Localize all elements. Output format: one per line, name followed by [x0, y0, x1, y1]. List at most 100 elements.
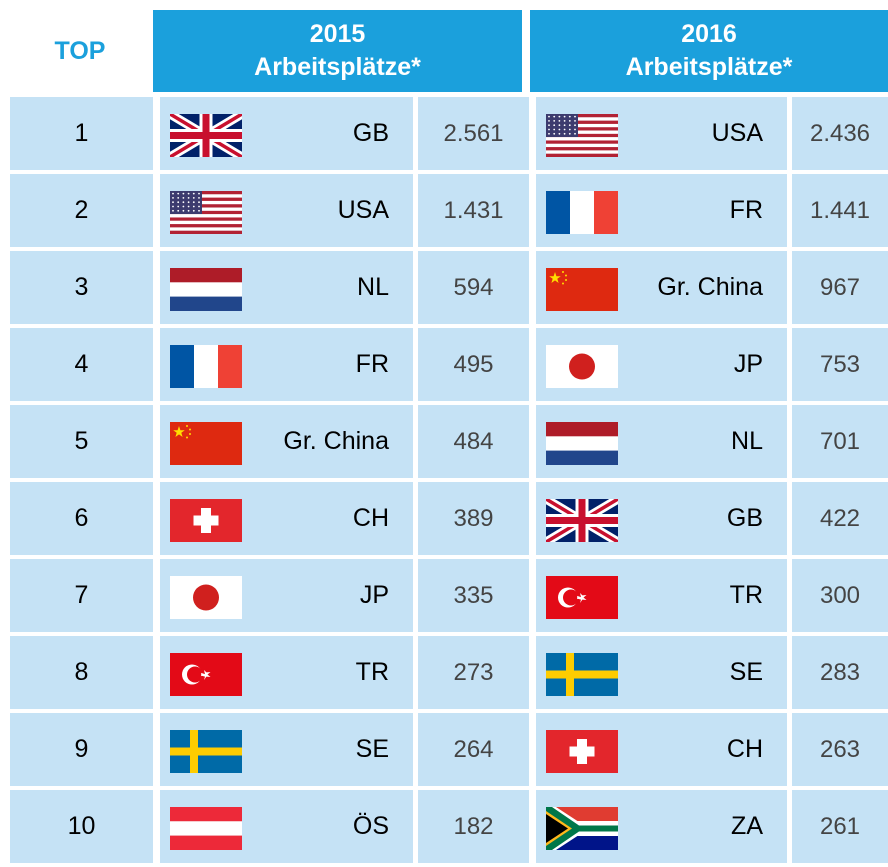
- tr-flag-icon: [546, 576, 618, 619]
- country-2016-name: NL: [731, 427, 763, 455]
- jobs-2016-value: 300: [792, 559, 888, 632]
- country-2015-cell: TR: [160, 636, 413, 709]
- country-2016-cell: FR: [536, 174, 787, 247]
- country-2016-cell: SE: [536, 636, 787, 709]
- rank-cell: 7: [10, 559, 153, 632]
- jobs-2015-value: 495: [418, 328, 529, 401]
- country-2015-cell: FR: [160, 328, 413, 401]
- gb-flag-icon: [543, 495, 621, 546]
- table-row: 7 JP 335 TR 300: [0, 559, 888, 632]
- nl-flag-icon: [170, 268, 242, 311]
- country-2015-name: TR: [355, 658, 389, 686]
- rank-cell: 1: [10, 97, 153, 170]
- jobs-2016-value: 263: [792, 713, 888, 786]
- jobs-2015-value: 2.561: [418, 97, 529, 170]
- jobs-2016-value: 283: [792, 636, 888, 709]
- rank-cell: 8: [10, 636, 153, 709]
- us-flag-icon: [546, 114, 618, 158]
- country-2016-cell: USA: [536, 97, 787, 170]
- header-2015-year: 2015: [309, 20, 366, 48]
- jobs-2015-value: 264: [418, 713, 529, 786]
- country-2016-name: JP: [733, 350, 763, 378]
- tr-flag-icon: [170, 653, 242, 696]
- ch-flag-icon: [170, 499, 242, 542]
- rank-cell: 9: [10, 713, 153, 786]
- rank-cell: 10: [10, 790, 153, 863]
- za-flag-icon: [546, 807, 618, 850]
- country-2016-cell: ZA: [536, 790, 787, 863]
- country-2016-name: CH: [726, 735, 763, 763]
- country-2016-cell: GB: [536, 482, 787, 555]
- country-2015-name: Gr. China: [283, 427, 389, 455]
- jobs-2016-value: 753: [792, 328, 888, 401]
- table-row: 3 NL 594 Gr. China 967: [0, 251, 888, 324]
- country-2015-cell: JP: [160, 559, 413, 632]
- country-2016-name: GB: [726, 504, 763, 532]
- country-2016-cell: CH: [536, 713, 787, 786]
- nl-flag-icon: [546, 422, 618, 465]
- cn-flag-icon: [546, 268, 618, 311]
- table-row: 6 CH 389 GB 422: [0, 482, 888, 555]
- country-2016-cell: NL: [536, 405, 787, 478]
- country-2016-cell: JP: [536, 328, 787, 401]
- rank-cell: 6: [10, 482, 153, 555]
- at-flag-icon: [170, 807, 242, 850]
- jobs-2015-value: 182: [418, 790, 529, 863]
- jobs-2015-value: 484: [418, 405, 529, 478]
- country-2015-name: NL: [357, 273, 389, 301]
- country-2016-name: SE: [729, 658, 763, 686]
- country-2015-name: ÖS: [352, 812, 389, 840]
- jobs-2016-value: 701: [792, 405, 888, 478]
- jobs-2015-value: 273: [418, 636, 529, 709]
- top-column-header: TOP: [54, 36, 106, 65]
- table-row: 10 ÖS 182 ZA 261: [0, 790, 888, 863]
- fr-flag-icon: [170, 345, 242, 388]
- jobs-2015-value: 389: [418, 482, 529, 555]
- jobs-2015-value: 1.431: [418, 174, 529, 247]
- jp-flag-icon: [170, 576, 242, 619]
- rank-cell: 3: [10, 251, 153, 324]
- gb-flag-icon: [167, 110, 245, 161]
- jobs-2016-value: 422: [792, 482, 888, 555]
- jp-flag-icon: [546, 345, 618, 388]
- cn-flag-icon: [170, 422, 242, 465]
- country-2015-name: JP: [359, 581, 389, 609]
- country-2015-cell: NL: [160, 251, 413, 324]
- country-2015-name: CH: [352, 504, 389, 532]
- ch-flag-icon: [546, 730, 618, 773]
- country-2015-cell: Gr. China: [160, 405, 413, 478]
- jobs-2016-value: 1.441: [792, 174, 888, 247]
- country-2016-name: ZA: [731, 812, 763, 840]
- country-2015-cell: SE: [160, 713, 413, 786]
- jobs-2016-value: 967: [792, 251, 888, 324]
- jobs-2016-value: 261: [792, 790, 888, 863]
- country-2015-cell: USA: [160, 174, 413, 247]
- se-flag-icon: [546, 653, 618, 696]
- rank-cell: 4: [10, 328, 153, 401]
- table-row: 8 TR 273 SE 283: [0, 636, 888, 709]
- country-2016-name: Gr. China: [657, 273, 763, 301]
- country-2015-cell: CH: [160, 482, 413, 555]
- fr-flag-icon: [546, 191, 618, 234]
- header-2016: 2016 Arbeitsplätze*: [530, 10, 888, 92]
- country-2016-name: TR: [729, 581, 763, 609]
- country-2016-name: FR: [729, 196, 763, 224]
- rank-cell: 2: [10, 174, 153, 247]
- rank-cell: 5: [10, 405, 153, 478]
- header-2015-subtitle: Arbeitsplätze*: [254, 53, 421, 81]
- country-2015-cell: ÖS: [160, 790, 413, 863]
- country-2015-cell: GB: [160, 97, 413, 170]
- jobs-2016-value: 2.436: [792, 97, 888, 170]
- jobs-2015-value: 594: [418, 251, 529, 324]
- country-2016-cell: TR: [536, 559, 787, 632]
- country-2016-name: USA: [711, 119, 763, 147]
- header-2015: 2015 Arbeitsplätze*: [153, 10, 522, 92]
- se-flag-icon: [170, 730, 242, 773]
- jobs-2015-value: 335: [418, 559, 529, 632]
- country-2016-cell: Gr. China: [536, 251, 787, 324]
